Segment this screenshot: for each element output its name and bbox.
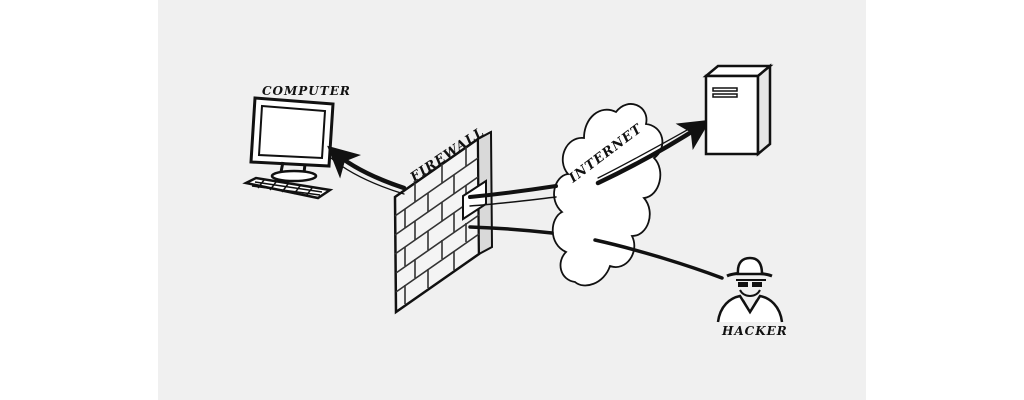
brick-wall-icon: FIREWALL	[393, 125, 494, 315]
monitor-icon	[249, 96, 335, 183]
arrow-to-server-inner	[597, 124, 697, 179]
cloud-icon: INTERNET	[551, 103, 664, 287]
line-wall-to-cloud-upper	[468, 184, 558, 199]
line-wall-to-cloud-middle	[469, 196, 557, 207]
arrow-to-computer-inner	[330, 157, 405, 195]
hacker-label: HACKER	[721, 324, 788, 338]
line-wall-to-cloud-lower	[468, 225, 554, 235]
computer-label: COMPUTER	[262, 84, 351, 98]
hacker-icon: HACKER	[716, 256, 788, 338]
server-tower-icon	[702, 63, 774, 157]
keyboard-icon	[242, 176, 334, 200]
arrow-to-computer	[327, 145, 407, 191]
computer-icon: COMPUTER	[242, 84, 351, 200]
line-cloud-to-hacker	[593, 238, 724, 280]
arrow-to-server	[595, 119, 711, 186]
